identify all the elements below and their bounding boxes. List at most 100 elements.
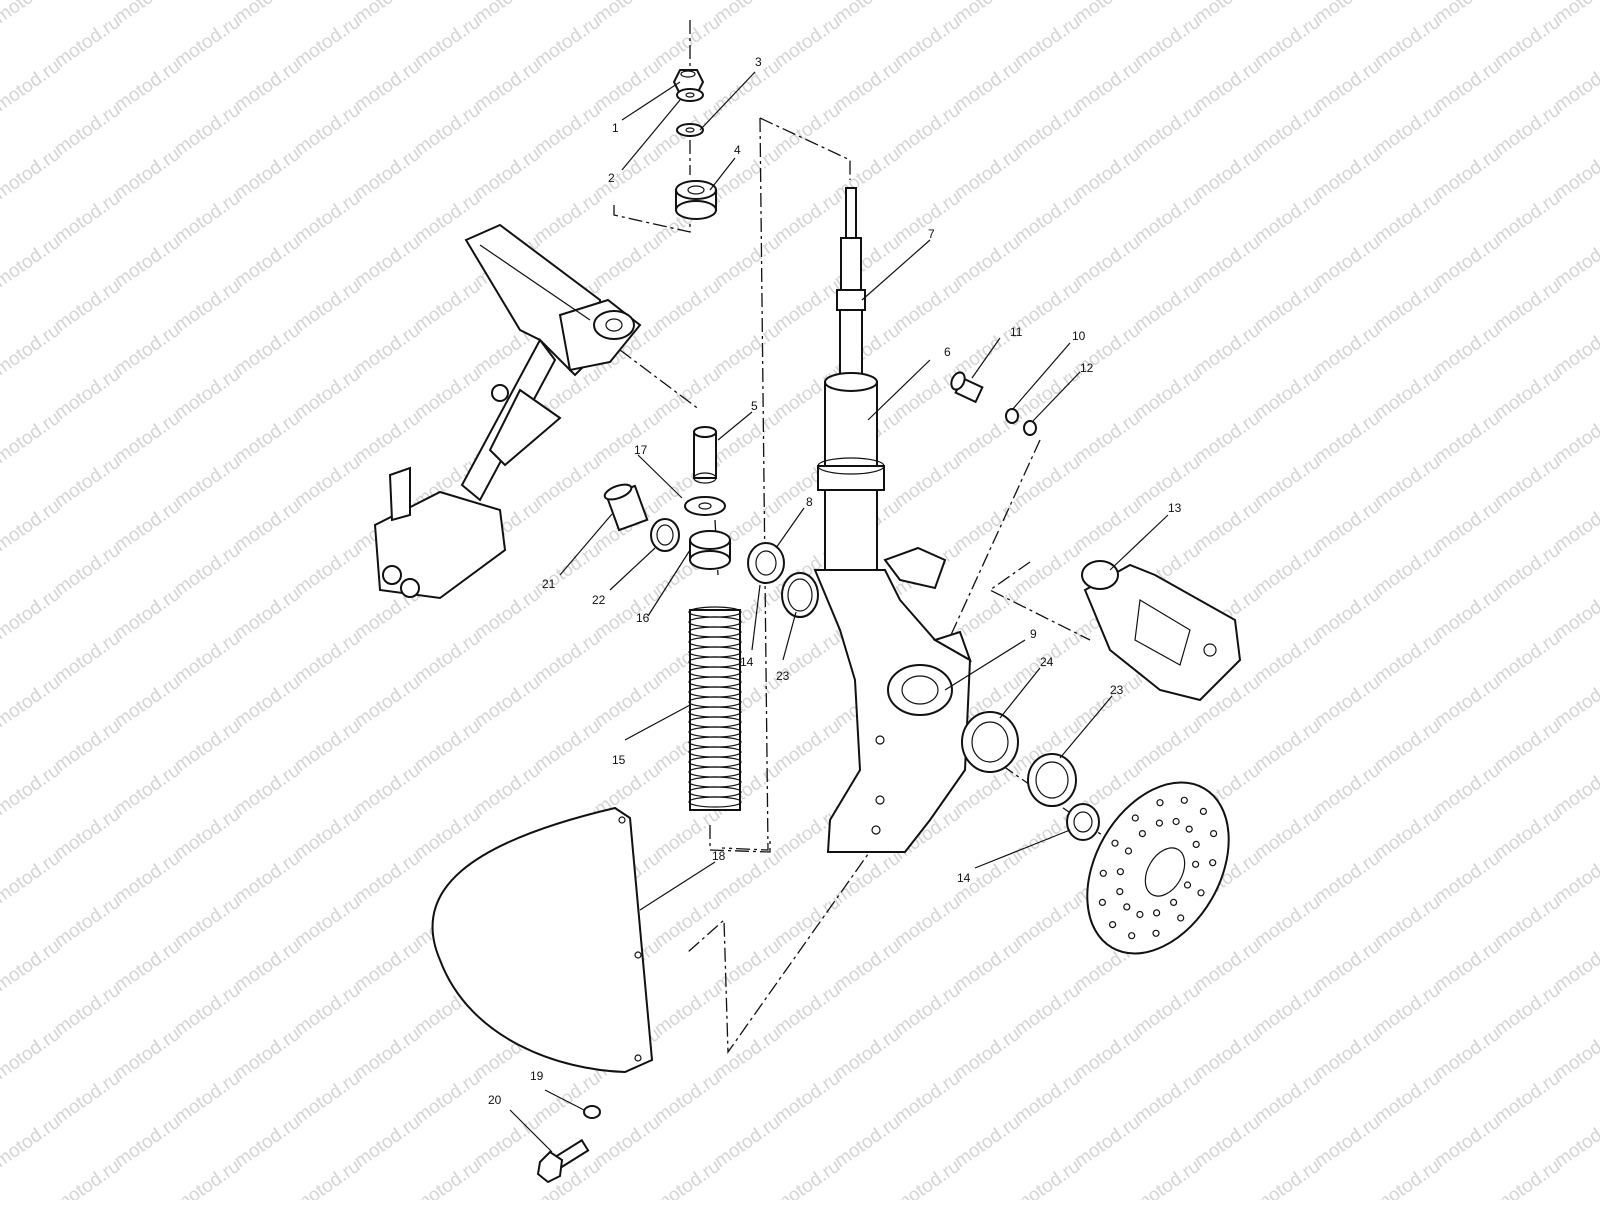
watermark-text: motod.ru bbox=[1371, 1156, 1444, 1200]
watermark-text: motod.ru bbox=[1491, 628, 1564, 688]
watermark-text: motod.ru bbox=[291, 364, 364, 424]
watermark-text: motod.ru bbox=[351, 320, 424, 380]
watermark-text: motod.ru bbox=[1371, 716, 1444, 776]
watermark-text: motod.ru bbox=[1011, 1068, 1084, 1128]
watermark-text: motod.ru bbox=[1191, 936, 1264, 996]
watermark-text: motod.ru bbox=[0, 760, 64, 820]
brake-caliper-part bbox=[1082, 561, 1240, 700]
watermark-text: motod.ru bbox=[1431, 0, 1504, 28]
watermark-text: motod.ru bbox=[1071, 1112, 1144, 1172]
watermark-text: motod.ru bbox=[1311, 760, 1384, 820]
bearing-race-part bbox=[782, 573, 818, 617]
watermark-text: motod.ru bbox=[291, 804, 364, 864]
watermark-text: motod.ru bbox=[411, 276, 484, 336]
watermark-text: motod.ru bbox=[351, 672, 424, 732]
watermark-text: motod.ru bbox=[411, 364, 484, 424]
watermark-text: motod.ru bbox=[291, 1068, 364, 1128]
fitting-part bbox=[694, 427, 716, 483]
watermark-text: motod.ru bbox=[771, 100, 844, 160]
watermark-text: motod.ru bbox=[831, 56, 904, 116]
bearing-part bbox=[748, 543, 784, 583]
watermark-text: motod.ru bbox=[1251, 452, 1324, 512]
watermark-text: motod.ru bbox=[891, 100, 964, 160]
watermark-text: motod.ru bbox=[1251, 804, 1324, 864]
watermark-text: motod.ru bbox=[171, 452, 244, 512]
watermark-text: motod.ru bbox=[111, 936, 184, 996]
watermark-text: motod.ru bbox=[1311, 408, 1384, 468]
watermark-text: motod.ru bbox=[591, 1112, 664, 1172]
watermark-text: motod.ru bbox=[1071, 408, 1144, 468]
watermark-text: motod.ru bbox=[651, 364, 724, 424]
watermark-text: motod.ru bbox=[0, 936, 64, 996]
watermark-text: motod.ru bbox=[1311, 56, 1384, 116]
watermark-text: motod.ru bbox=[651, 1068, 724, 1128]
watermark-text: motod.ru bbox=[351, 144, 424, 204]
watermark-text: motod.ru bbox=[0, 56, 64, 116]
watermark-text: motod.ru bbox=[1251, 540, 1324, 600]
watermark-text: motod.ru bbox=[1431, 496, 1504, 556]
watermark-text: motod.ru bbox=[1011, 892, 1084, 952]
watermark-text: motod.ru bbox=[231, 144, 304, 204]
watermark-text: motod.ru bbox=[1551, 672, 1600, 732]
ring-part bbox=[651, 519, 679, 551]
watermark-text: motod.ru bbox=[1491, 980, 1564, 1040]
watermark-text: motod.ru bbox=[0, 496, 64, 556]
watermark-text: motod.ru bbox=[231, 408, 304, 468]
bushing-part bbox=[676, 181, 716, 219]
watermark-text: motod.ru bbox=[1131, 188, 1204, 248]
watermark-text: motod.ru bbox=[1191, 496, 1264, 556]
watermark-text: motod.ru bbox=[531, 452, 604, 512]
watermark-text: motod.ru bbox=[111, 144, 184, 204]
watermark-text: motod.ru bbox=[1491, 364, 1564, 424]
watermark-text: motod.ru bbox=[1131, 364, 1204, 424]
callout-11: 11 bbox=[1010, 325, 1023, 339]
callout-22: 22 bbox=[592, 593, 606, 607]
watermark-text: motod.ru bbox=[411, 100, 484, 160]
watermark-text: motod.ru bbox=[1191, 320, 1264, 380]
watermark-text: motod.ru bbox=[1551, 1024, 1600, 1084]
callout-19: 19 bbox=[530, 1069, 544, 1083]
watermark-text: motod.ru bbox=[831, 1112, 904, 1172]
watermark-text: motod.ru bbox=[1131, 1156, 1204, 1200]
watermark-text: motod.ru bbox=[1431, 1112, 1504, 1172]
watermark-text: motod.ru bbox=[1251, 12, 1324, 72]
washer-part bbox=[1006, 409, 1018, 423]
watermark-text: motod.ru bbox=[831, 0, 904, 28]
washer-part bbox=[685, 497, 725, 515]
watermark-text: motod.ru bbox=[411, 1156, 484, 1200]
watermark-text: motod.ru bbox=[171, 540, 244, 600]
watermark-text: motod.ru bbox=[1371, 540, 1444, 600]
watermark-text: motod.ru bbox=[351, 0, 424, 28]
watermark-text: motod.ru bbox=[1551, 760, 1600, 820]
watermark-text: motod.ru bbox=[1371, 1068, 1444, 1128]
watermark-text: motod.ru bbox=[711, 1024, 784, 1084]
watermark-text: motod.ru bbox=[1251, 364, 1324, 424]
watermark-text: motod.ru bbox=[1311, 232, 1384, 292]
watermark-text: motod.ru bbox=[1551, 232, 1600, 292]
watermark-text: motod.ru bbox=[771, 716, 844, 776]
watermark-text: motod.ru bbox=[951, 496, 1024, 556]
watermark-text: motod.ru bbox=[51, 364, 124, 424]
watermark-text: motod.ru bbox=[351, 56, 424, 116]
watermark-text: motod.ru bbox=[1551, 848, 1600, 908]
watermark-text: motod.ru bbox=[111, 584, 184, 644]
callout-3: 3 bbox=[755, 55, 762, 69]
callout-10: 10 bbox=[1072, 329, 1086, 343]
watermark-text: motod.ru bbox=[171, 628, 244, 688]
watermark-text: motod.ru bbox=[351, 848, 424, 908]
watermark-text: motod.ru bbox=[1431, 936, 1504, 996]
watermark-text: motod.ru bbox=[531, 628, 604, 688]
watermark-text: motod.ru bbox=[51, 804, 124, 864]
watermark-text: motod.ru bbox=[1551, 1112, 1600, 1172]
watermark-text: motod.ru bbox=[1191, 56, 1264, 116]
callout-12: 12 bbox=[1080, 361, 1094, 375]
watermark-text: motod.ru bbox=[1491, 1156, 1564, 1200]
watermark-text: motod.ru bbox=[171, 804, 244, 864]
callout-8: 8 bbox=[806, 495, 813, 509]
callout-18: 18 bbox=[712, 849, 726, 863]
watermark-text: motod.ru bbox=[171, 1068, 244, 1128]
watermark-text: motod.ru bbox=[1551, 320, 1600, 380]
watermark-text: motod.ru bbox=[771, 12, 844, 72]
